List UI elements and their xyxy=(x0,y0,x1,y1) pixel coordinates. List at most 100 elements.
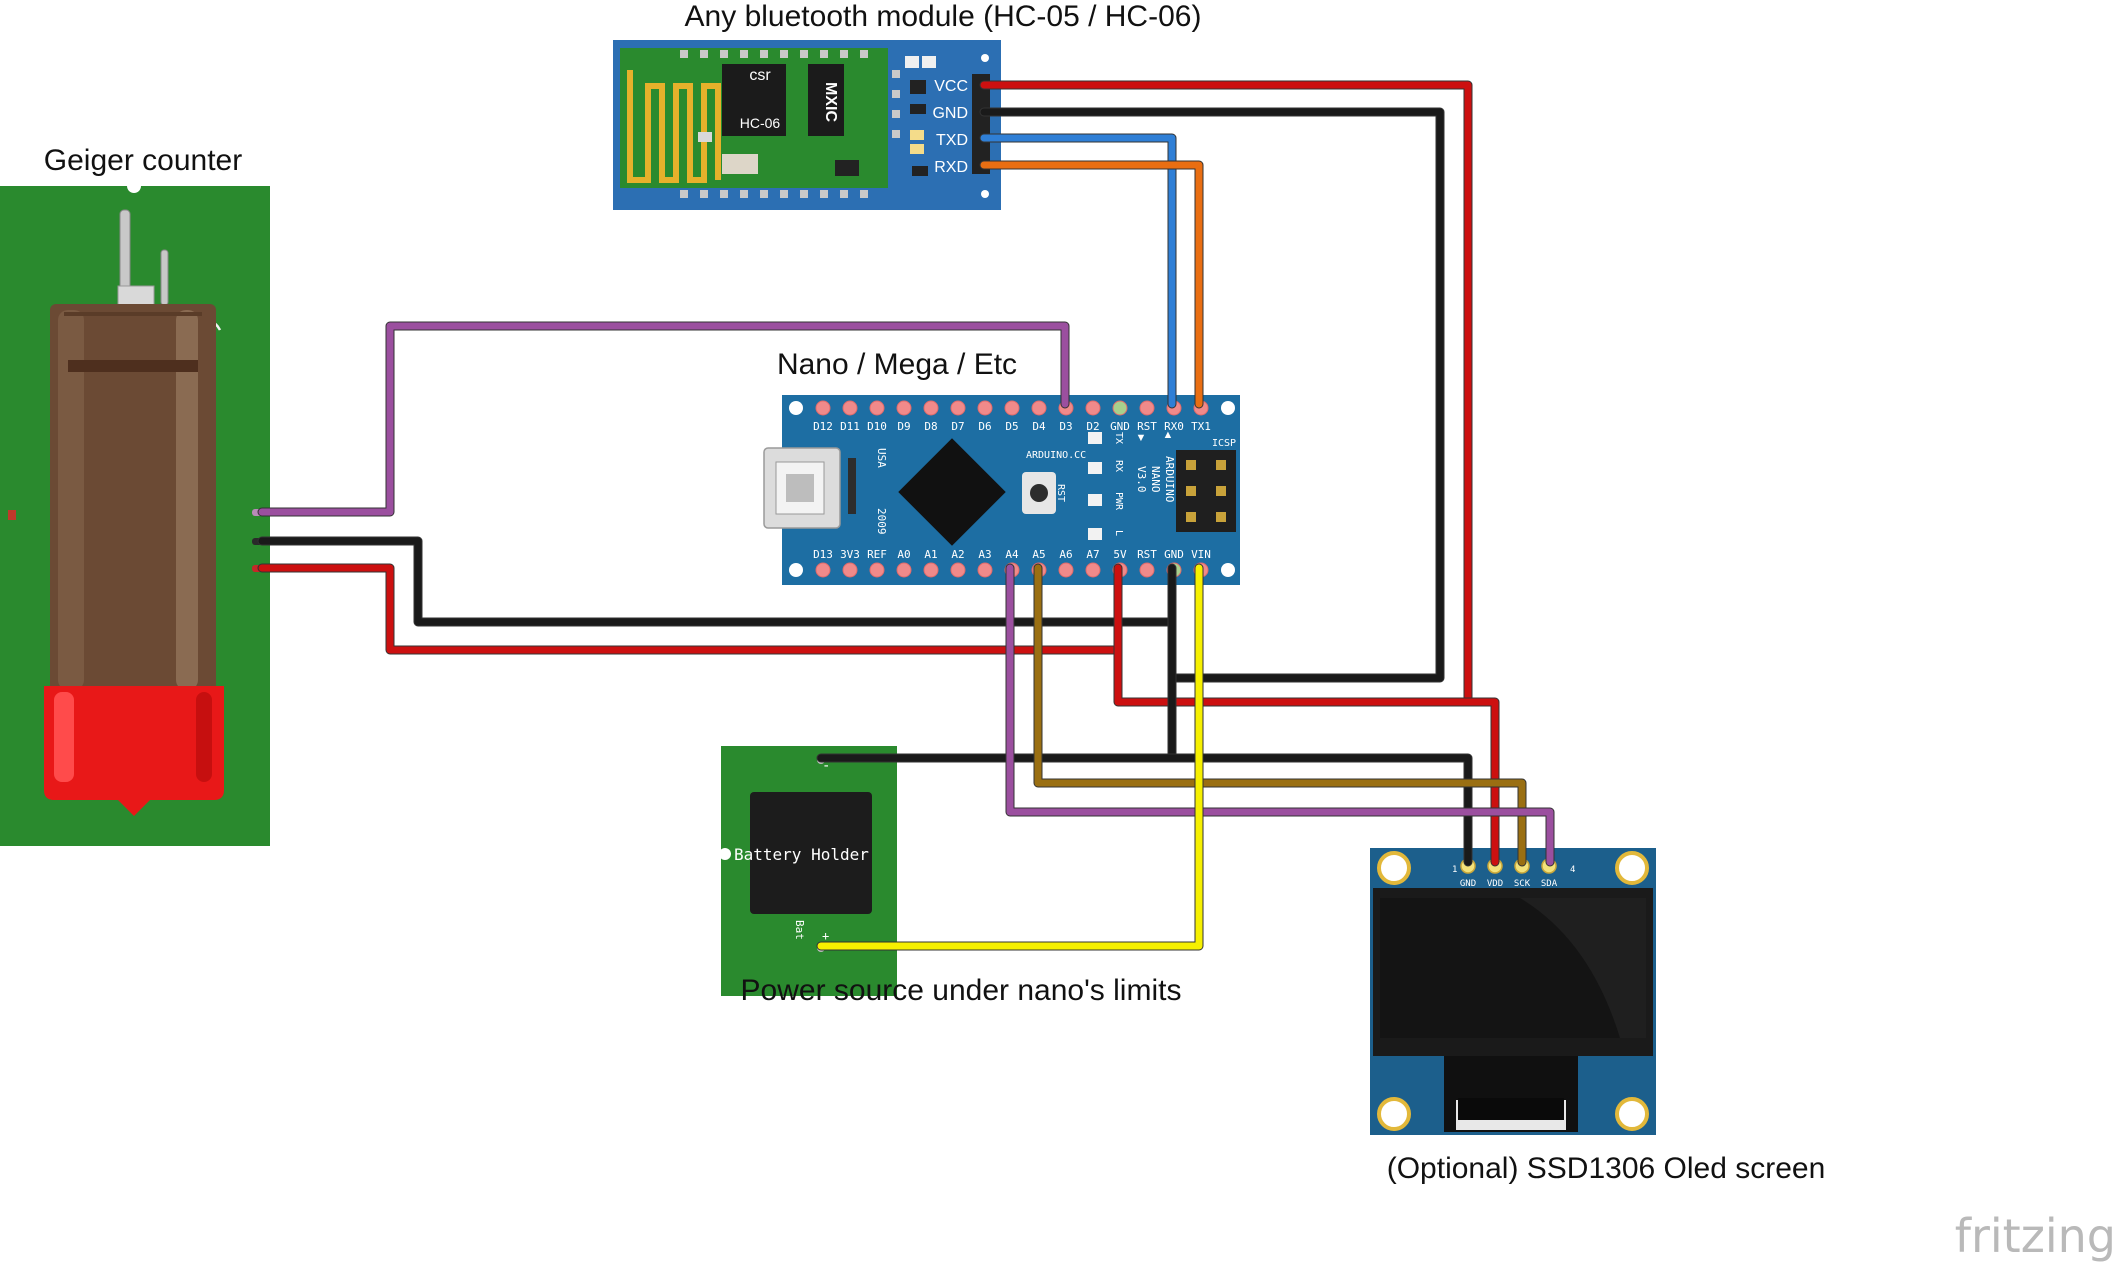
nano-bottom-pin-label: REF xyxy=(867,548,887,561)
bluetooth-module: csr HC-06 MXIC VCC GND TXD RXD xyxy=(613,40,1001,210)
wire-geiger-5v xyxy=(258,564,1122,654)
fritzing-watermark: fritzing xyxy=(1955,1209,2116,1263)
wire-bt-txd xyxy=(980,134,1176,408)
nano-top-pin-label: D8 xyxy=(924,420,937,433)
nano-top-pin-label: D5 xyxy=(1005,420,1018,433)
nano-top-pin xyxy=(896,400,912,416)
nano-top-pin xyxy=(977,400,993,416)
pin-label-txd: TXD xyxy=(936,132,968,149)
icsp-text: ICSP xyxy=(1212,438,1236,449)
led-rx-label: RX xyxy=(1113,460,1124,472)
svg-text:▲: ▲ xyxy=(1163,429,1174,441)
nano-bottom-pin-label: A4 xyxy=(1005,548,1019,561)
geiger-tube xyxy=(50,304,216,694)
battery-holder: Battery Holder - + Bat xyxy=(719,746,897,996)
oled-title: (Optional) SSD1306 Oled screen xyxy=(1387,1152,1826,1185)
nano-top-pin xyxy=(869,400,885,416)
nano-top-pin-label: RST xyxy=(1137,420,1157,433)
battery-minus: - xyxy=(822,758,830,774)
oled-pin-label: VDD xyxy=(1487,879,1503,889)
wire-bt-rxd xyxy=(980,161,1203,408)
nano-top-pin xyxy=(1085,400,1101,416)
led-l-label: L xyxy=(1113,530,1124,536)
nano-top-pin-label: D10 xyxy=(867,420,887,433)
nano-bottom-pin xyxy=(1085,562,1101,578)
wire-a5-sck-outline xyxy=(1033,563,1527,867)
nano-bottom-pin-label: VIN xyxy=(1191,548,1211,561)
nano-bottom-pin xyxy=(842,562,858,578)
nano-top-pin xyxy=(950,400,966,416)
wire-geiger-d3 xyxy=(258,322,1069,516)
battery-label: Battery Holder xyxy=(734,845,869,864)
year-text: 2009 xyxy=(875,508,888,535)
chip-brand: csr xyxy=(749,67,771,84)
nano-bottom-pin-label: 5V xyxy=(1113,548,1127,561)
nano-bottom-pin xyxy=(896,562,912,578)
wire-a5-sck xyxy=(1034,564,1526,866)
svg-text:▼: ▼ xyxy=(1136,432,1147,444)
nano-top-pin xyxy=(923,400,939,416)
wires xyxy=(257,80,1555,951)
nano-bottom-pin xyxy=(815,562,831,578)
nano-top-pin-label: TX1 xyxy=(1191,420,1211,433)
nano-title: Nano / Mega / Etc xyxy=(777,348,1017,381)
arduino-nano: USA 2009 RST ARDUINO.CC TX RX PWR L ARDU… xyxy=(763,395,1240,585)
nano-bottom-pin xyxy=(869,562,885,578)
nano-top-pin xyxy=(1031,400,1047,416)
bat-mark: Bat xyxy=(793,920,806,940)
led-tx-label: TX xyxy=(1113,432,1124,444)
power-title: Power source under nano's limits xyxy=(741,974,1182,1007)
geiger-counter-title: Geiger counter xyxy=(44,144,242,177)
nano-bottom-pin xyxy=(1139,562,1155,578)
nano-bottom-pin-label: A0 xyxy=(897,548,910,561)
icsp-header xyxy=(1176,450,1236,532)
mxic-logo: MXIC xyxy=(822,82,839,122)
nano-bottom-pin-label: A1 xyxy=(924,548,937,561)
nano-bottom-pin-label: GND xyxy=(1164,548,1184,561)
arduino-cc-text: ARDUINO.CC xyxy=(1026,450,1086,461)
nano-bottom-pin xyxy=(977,562,993,578)
nano-top-pin xyxy=(1004,400,1020,416)
battery-plus: + xyxy=(822,929,829,943)
pin-label-gnd: GND xyxy=(932,105,968,122)
nano-bottom-pin xyxy=(950,562,966,578)
rst-text: RST xyxy=(1055,484,1066,502)
model-line-1: ARDUINO xyxy=(1163,456,1176,502)
oled-pin-label: SDA xyxy=(1541,879,1558,889)
nano-top-pin xyxy=(1112,400,1128,416)
nano-top-pin-label: D9 xyxy=(897,420,910,433)
nano-bottom-pin xyxy=(923,562,939,578)
nano-top-pin-label: D3 xyxy=(1059,420,1072,433)
model-line-3: V3.0 xyxy=(1135,466,1148,493)
nano-bottom-pin-label: A2 xyxy=(951,548,964,561)
model-line-2: NANO xyxy=(1149,466,1162,493)
wire-geiger-gnd xyxy=(258,537,1176,626)
wire-vin-battery xyxy=(817,564,1203,950)
nano-bottom-pin-label: A5 xyxy=(1032,548,1045,561)
nano-top-pin xyxy=(1139,400,1155,416)
pin-label-rxd: RXD xyxy=(934,159,968,176)
nano-top-pin-label: RX0 xyxy=(1164,420,1184,433)
nano-top-pin-label: D11 xyxy=(840,420,860,433)
wire-a4-sda xyxy=(1006,564,1554,866)
chip-model: HC-06 xyxy=(740,115,781,131)
nano-bottom-pin-label: A6 xyxy=(1059,548,1072,561)
nano-bottom-pin-label: A7 xyxy=(1086,548,1099,561)
nano-top-pin-label: D7 xyxy=(951,420,964,433)
oled-pin-label: SCK xyxy=(1514,879,1531,889)
nano-top-pin-label: D12 xyxy=(813,420,833,433)
nano-top-pin-label: D4 xyxy=(1032,420,1046,433)
nano-bottom-pin-label: D13 xyxy=(813,548,833,561)
nano-top-pin xyxy=(815,400,831,416)
bluetooth-chip xyxy=(722,64,786,136)
wire-bt-vcc-outline xyxy=(979,80,1473,705)
nano-top-pin-label: D2 xyxy=(1086,420,1099,433)
nano-bottom-pin-label: A3 xyxy=(978,548,991,561)
geiger-counter xyxy=(0,179,270,846)
usa-text: USA xyxy=(875,448,888,468)
nano-bottom-pin-label: RST xyxy=(1137,548,1157,561)
